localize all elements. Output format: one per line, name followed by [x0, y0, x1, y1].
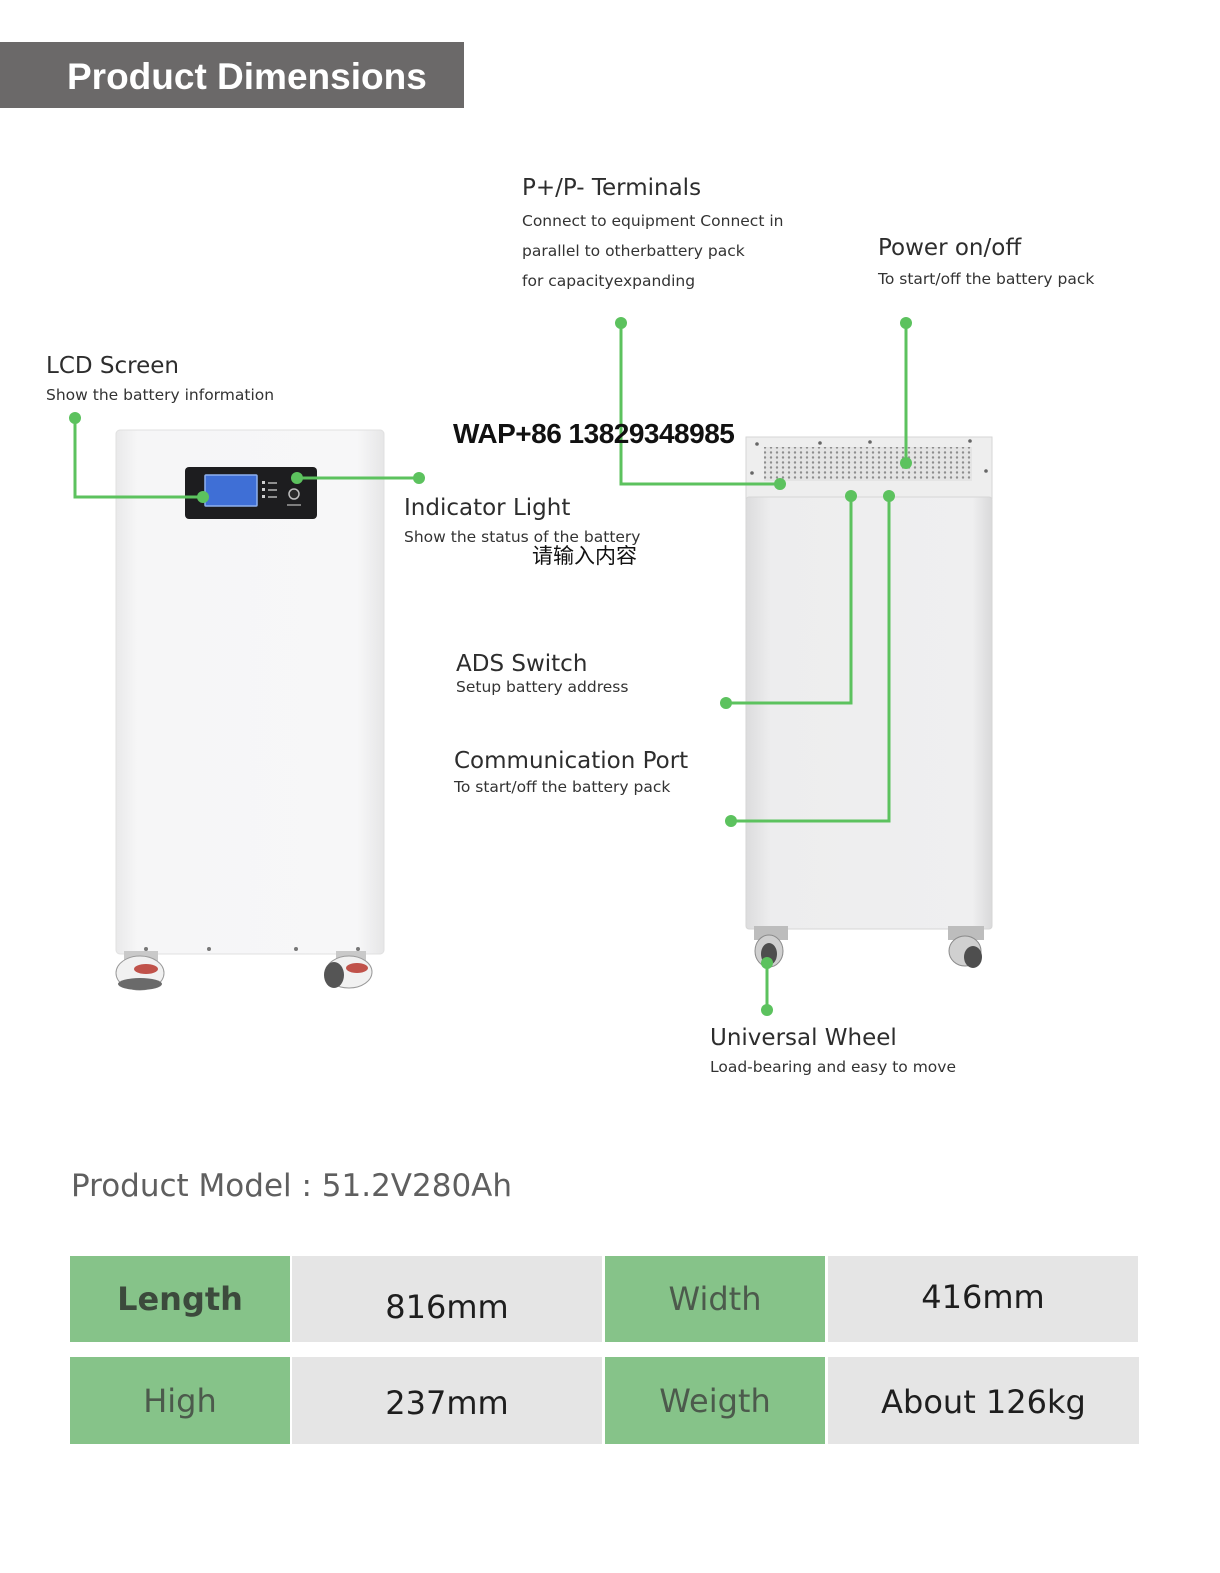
callout-comm-title: Communication Port	[454, 748, 689, 774]
callout-indicator-title: Indicator Light	[404, 495, 571, 521]
leader-dots	[69, 317, 912, 1016]
callout-power-title: Power on/off	[878, 235, 1022, 261]
callout-comm: Communication Port To start/off the batt…	[454, 747, 688, 799]
callout-lcd-desc: Show the battery information	[46, 386, 275, 404]
callout-wheel: Universal Wheel Load-bearing and easy to…	[710, 1024, 956, 1082]
spec-length-value: 816mm	[292, 1256, 602, 1342]
spec-high-label: High	[70, 1357, 290, 1444]
callout-indicator-desc: Show the status of the battery	[404, 528, 641, 546]
spec-weight-value: About 126kg	[828, 1357, 1139, 1444]
callout-terminals-desc-2: parallel to otherbattery pack	[522, 242, 745, 260]
leader-lcd	[73, 418, 203, 499]
spec-weight-label: Weigth	[605, 1357, 825, 1444]
product-model: Product Model : 51.2V280Ah	[71, 1168, 513, 1204]
callout-ads: ADS Switch Setup battery address	[456, 650, 628, 696]
back-wheel-left	[754, 926, 788, 968]
callout-power-desc: To start/off the battery pack	[878, 270, 1095, 288]
callout-terminals: P+/P- Terminals Connect to equipment Con…	[522, 174, 783, 296]
callout-wheel-title: Universal Wheel	[710, 1025, 897, 1051]
lcd-panel	[185, 467, 317, 519]
back-wheel-right	[948, 926, 984, 968]
product-illustration	[69, 317, 993, 1016]
spec-width-value: 416mm	[828, 1256, 1138, 1342]
front-wheel-right	[324, 951, 373, 989]
page-title: Product Dimensions	[67, 56, 427, 97]
header-bar	[0, 42, 464, 108]
spec-high-value: 237mm	[292, 1357, 602, 1444]
callout-lcd-title: LCD Screen	[46, 353, 179, 379]
callout-ads-title: ADS Switch	[456, 651, 588, 677]
leader-terminals	[619, 323, 780, 486]
callout-ads-desc: Setup battery address	[456, 678, 629, 696]
battery-front-view	[115, 429, 385, 991]
callout-terminals-desc-3: for capacityexpanding	[522, 272, 696, 290]
callout-wheel-desc: Load-bearing and easy to move	[710, 1058, 956, 1076]
callout-indicator: Indicator Light Show the status of the b…	[404, 494, 640, 552]
placeholder-overlay-text: 请输入内容	[532, 544, 637, 568]
callout-terminals-title: P+/P- Terminals	[522, 175, 702, 201]
callout-power: Power on/off To start/off the battery pa…	[878, 234, 1094, 294]
callout-terminals-desc-1: Connect to equipment Connect in	[522, 212, 784, 230]
spec-length-label: Length	[70, 1256, 290, 1342]
leader-ads	[726, 496, 853, 705]
leader-comm	[731, 496, 891, 823]
callout-lcd: LCD Screen Show the battery information	[46, 352, 274, 410]
leader-lines	[73, 323, 908, 1010]
callout-comm-desc: To start/off the battery pack	[454, 778, 671, 796]
contact-watermark: WAP+86 13829348985	[453, 418, 735, 449]
spec-width-label: Width	[605, 1256, 825, 1342]
front-wheel-left	[115, 951, 165, 991]
